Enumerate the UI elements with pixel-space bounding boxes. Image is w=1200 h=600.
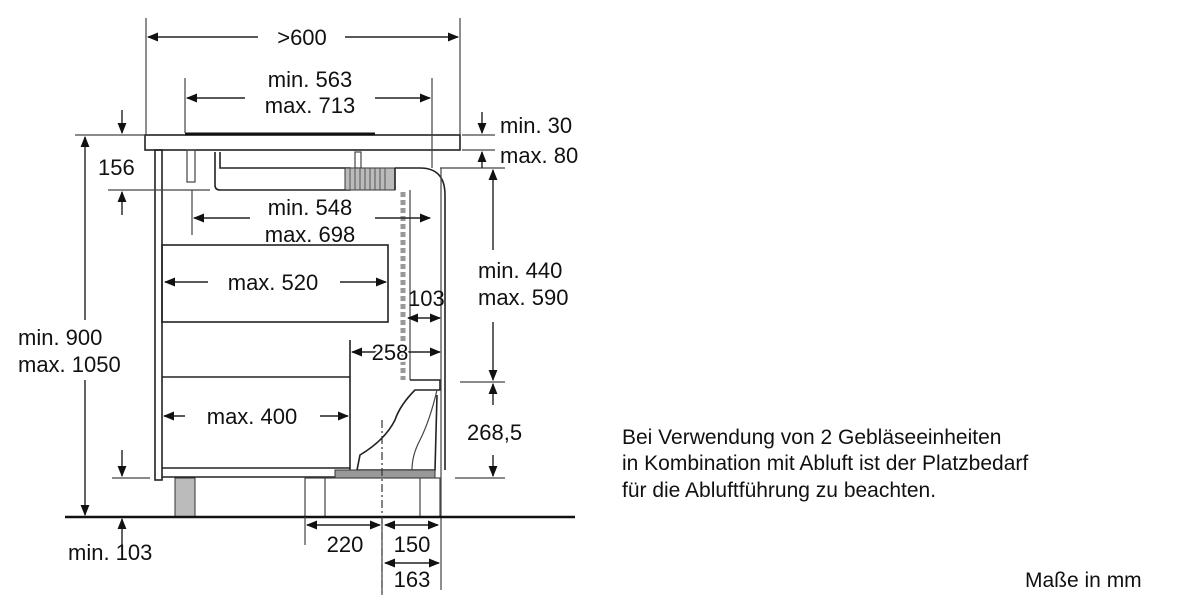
units-label: Maße in mm bbox=[1025, 569, 1142, 592]
dim-163: 163 bbox=[394, 567, 431, 592]
dim-150: 150 bbox=[394, 532, 431, 557]
dim-plinth-height: min. 103 bbox=[68, 540, 152, 565]
fan-housing-bracket bbox=[354, 151, 362, 169]
duct-base-elbow bbox=[356, 379, 441, 471]
duct-elbow bbox=[395, 167, 446, 470]
cabinet-side-wall bbox=[154, 149, 163, 481]
dim-duct-height-min: min. 440 bbox=[478, 258, 562, 283]
dim-total-height-max: max. 1050 bbox=[18, 352, 121, 377]
upper-drawer bbox=[161, 244, 389, 323]
dim-inner-min: min. 548 bbox=[268, 195, 352, 220]
dim-width-total: >600 bbox=[277, 25, 327, 50]
cabinet-foot bbox=[174, 477, 196, 518]
duct-connector-ribs bbox=[349, 168, 386, 190]
cooktop-bracket bbox=[186, 149, 196, 183]
dimension-arrows bbox=[80, 32, 498, 568]
dim-drawer-upper: max. 520 bbox=[228, 270, 319, 295]
fan-housing bbox=[214, 152, 351, 191]
worktop bbox=[144, 134, 461, 151]
dim-duct-depth: 258 bbox=[372, 340, 409, 365]
dim-cutout-min: min. 563 bbox=[268, 67, 352, 92]
installation-note: Bei Verwendung von 2 Gebläseeinheiten in… bbox=[622, 426, 1028, 502]
dim-inner-max: max. 698 bbox=[265, 222, 356, 247]
plinth-outlet-plate bbox=[334, 469, 436, 479]
dim-156: 156 bbox=[98, 155, 135, 180]
dim-duct-gap: 103 bbox=[408, 286, 445, 311]
note-line-1: Bei Verwendung von 2 Gebläseeinheiten bbox=[622, 426, 1001, 449]
cabinet-structure bbox=[65, 132, 575, 595]
dim-elbow-height: 268,5 bbox=[467, 420, 522, 445]
dim-220: 220 bbox=[327, 532, 364, 557]
duct-base-elbow-inner bbox=[411, 389, 438, 471]
extension-lines bbox=[75, 18, 505, 595]
dim-duct-height-max: max. 590 bbox=[478, 285, 569, 310]
note-line-2: in Kombination mit Abluft ist der Platzb… bbox=[622, 452, 1028, 475]
dimension-labels: >600 min. 563 max. 713 min. 30 max. 80 1… bbox=[18, 25, 578, 592]
dim-cutout-max: max. 713 bbox=[265, 93, 356, 118]
note-line-3: für die Abluftführung zu beachten. bbox=[622, 479, 936, 502]
dim-total-height-min: min. 900 bbox=[18, 325, 102, 350]
dim-drawer-lower: max. 400 bbox=[207, 404, 298, 429]
dim-worktop-min: min. 30 bbox=[500, 113, 572, 138]
dim-worktop-max: max. 80 bbox=[500, 143, 578, 168]
